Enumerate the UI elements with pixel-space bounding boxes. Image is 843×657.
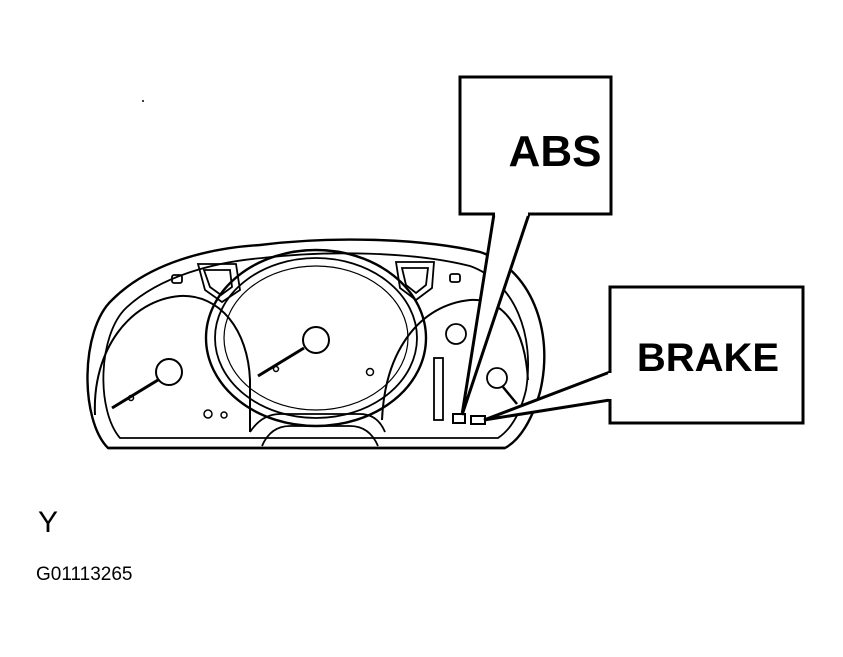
brake-label: BRAKE — [637, 336, 779, 380]
abs-label: ABS — [509, 127, 602, 176]
speedometer-gauge — [204, 248, 428, 428]
brake-warning-lamp — [470, 415, 486, 425]
abs-callout-box — [458, 75, 613, 216]
abs-warning-lamp — [452, 413, 466, 424]
abs-callout: ABS — [458, 75, 613, 416]
scan-speck — [142, 100, 144, 102]
cluster-lower-lip — [249, 413, 386, 447]
right-gauges — [381, 298, 529, 421]
view-letter-label: Y — [38, 506, 59, 539]
brake-callout-box — [608, 285, 805, 425]
left-gauge — [93, 294, 251, 432]
figure-id-label: G01113265 — [36, 564, 133, 585]
turn-signal-indicators — [171, 261, 461, 304]
brake-callout: BRAKE — [483, 285, 805, 425]
